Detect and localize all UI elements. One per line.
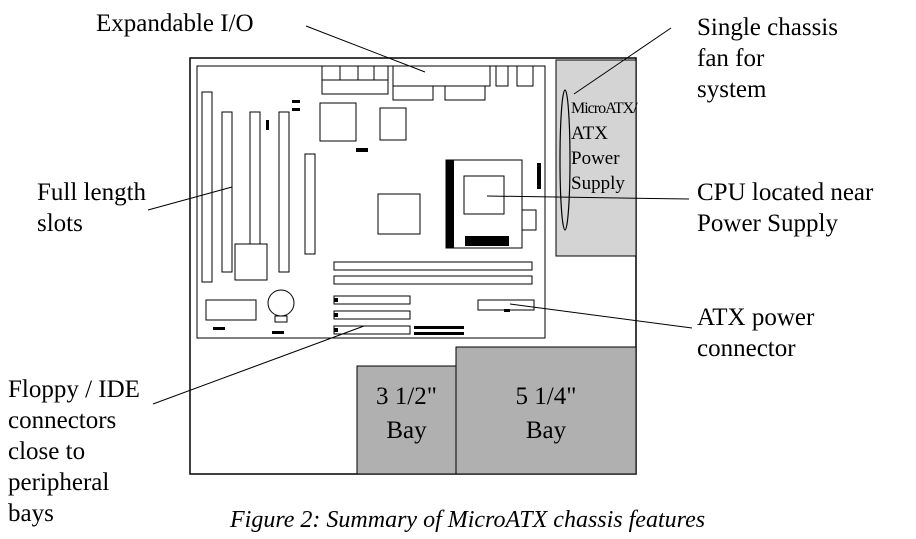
power-supply (555, 59, 637, 257)
label-line: fan for (697, 45, 765, 72)
bay-line: Bay (386, 417, 427, 444)
label-line: ATX power (697, 304, 815, 331)
label-line: Power Supply (697, 210, 838, 237)
memory-slots (333, 261, 533, 285)
chassis-fan (559, 89, 571, 231)
label-line: Single chassis (697, 14, 838, 41)
label-line: connector (697, 335, 796, 362)
leader-lines (147, 25, 693, 405)
bay-5-25-label: 5 1/4" Bay (456, 380, 636, 448)
label-line: close to (8, 438, 86, 465)
connector-pins (334, 298, 464, 335)
label-line: Floppy / IDE (8, 376, 140, 403)
label-line: system (697, 76, 767, 103)
io-connectors (321, 65, 534, 101)
bay-3-5-label: 3 1/2" Bay (357, 380, 456, 448)
label-expandable-io: Expandable I/O (96, 10, 254, 37)
figure-caption: Figure 2: Summary of MicroATX chassis fe… (230, 507, 706, 533)
bay-line: 3 1/2" (376, 383, 437, 410)
label-line: connectors (8, 407, 117, 434)
label-line: CPU located near (697, 179, 874, 206)
label-atx-power-connector: ATX power connector (697, 302, 814, 364)
psu-line: Supply (571, 173, 625, 194)
bay-5-25 (455, 346, 637, 475)
psu-line: MicroATX/ (571, 100, 638, 117)
label-line: bays (8, 500, 54, 527)
label-full-length-slots: Full length slots (37, 177, 146, 239)
label-chassis-fan: Single chassis fan for system (697, 12, 838, 105)
psu-line: ATX (571, 123, 608, 144)
power-supply-label: MicroATX/ ATX Power Supply (571, 96, 638, 196)
bay-line: Bay (525, 417, 567, 444)
floppy-ide-connectors (333, 295, 411, 335)
cpu-socket (445, 159, 523, 249)
label-line: slots (37, 210, 83, 237)
label-cpu-location: CPU located near Power Supply (697, 177, 873, 239)
chips (205, 102, 537, 321)
atx-power-connector (477, 299, 535, 311)
battery (267, 289, 295, 317)
psu-line: Power (571, 148, 620, 169)
bay-line: 5 1/4" (515, 383, 577, 410)
jumpers (213, 100, 541, 334)
label-line: Full length (37, 179, 147, 206)
label-floppy-ide: Floppy / IDE connectors close to periphe… (8, 374, 140, 529)
label-line: peripheral (8, 469, 110, 496)
expansion-slots (201, 91, 316, 283)
